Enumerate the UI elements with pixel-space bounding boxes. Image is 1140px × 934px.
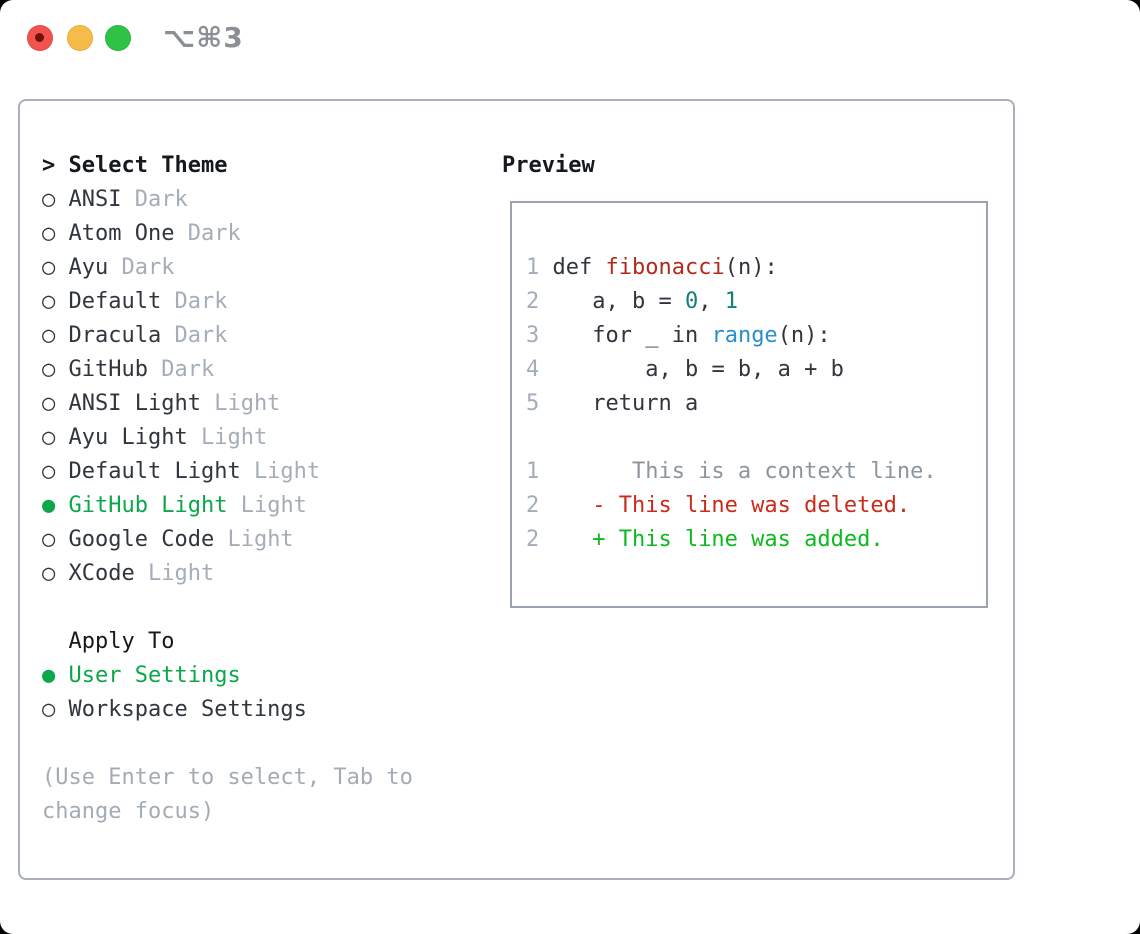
theme-name: Google Code <box>68 527 215 552</box>
minimize-button[interactable] <box>67 25 93 51</box>
radio-icon: ○ <box>42 187 69 212</box>
help-text-line: (Use Enter to select, Tab to <box>42 761 413 795</box>
radio-icon: ○ <box>42 697 69 722</box>
theme-name: ANSI <box>68 187 122 212</box>
spacer-row <box>42 727 413 761</box>
theme-variant: Light <box>240 493 307 518</box>
theme-name: Atom One <box>68 221 175 246</box>
help-text: (Use Enter to select, Tab to <box>42 765 413 790</box>
theme-option-default[interactable]: ○ Default Dark <box>42 285 413 319</box>
theme-picker-panel: > Select Theme○ ANSI Dark○ Atom One Dark… <box>18 99 1015 880</box>
radio-icon: ○ <box>42 255 69 280</box>
theme-picker-left-column: > Select Theme○ ANSI Dark○ Atom One Dark… <box>42 149 413 829</box>
spacer-row <box>42 591 413 625</box>
theme-name: Default Light <box>68 459 241 484</box>
radio-icon: ○ <box>42 357 69 382</box>
theme-option-dracula[interactable]: ○ Dracula Dark <box>42 319 413 353</box>
radio-icon: ○ <box>42 323 69 348</box>
theme-option-xcode[interactable]: ○ XCode Light <box>42 557 413 591</box>
radio-icon: ○ <box>42 561 69 586</box>
title-bar: ⌥⌘3 <box>0 0 1140 74</box>
theme-option-default-light[interactable]: ○ Default Light Light <box>42 455 413 489</box>
theme-variant: Dark <box>174 289 228 314</box>
theme-option-google-code[interactable]: ○ Google Code Light <box>42 523 413 557</box>
preview-code-line: 2 a, b = 0, 1 <box>526 289 738 314</box>
close-dot-icon <box>35 33 44 42</box>
radio-icon: ○ <box>42 459 69 484</box>
theme-variant: Dark <box>134 187 188 212</box>
preview-code-line: 2 - This line was deleted. <box>526 493 911 518</box>
apply-option-user-settings[interactable]: ● User Settings <box>42 659 413 693</box>
theme-variant: Light <box>214 391 281 416</box>
radio-icon: ○ <box>42 391 69 416</box>
preview-code-line: 3 for _ in range(n): <box>526 323 831 348</box>
preview-code-line: 2 + This line was added. <box>526 527 884 552</box>
theme-name: Dracula <box>68 323 162 348</box>
help-text: change focus) <box>42 799 215 824</box>
theme-variant: Light <box>147 561 215 586</box>
theme-name: XCode <box>68 561 135 586</box>
theme-option-github-light[interactable]: ● GitHub Light Light <box>42 489 413 523</box>
preview-code-line: 4 a, b = b, a + b <box>526 357 844 382</box>
theme-list-title: Select Theme <box>68 153 228 178</box>
theme-variant: Dark <box>187 221 241 246</box>
help-text-line: change focus) <box>42 795 413 829</box>
theme-option-ayu[interactable]: ○ Ayu Dark <box>42 251 413 285</box>
radio-icon: ○ <box>42 221 69 246</box>
preview-box: 1 def fibonacci(n): 2 a, b = 0, 1 3 for _ … <box>510 201 988 608</box>
apply-option-workspace-settings[interactable]: ○ Workspace Settings <box>42 693 413 727</box>
theme-name: Ayu <box>68 255 109 280</box>
apply-to-header: Apply To <box>42 625 413 659</box>
theme-option-atom-one[interactable]: ○ Atom One Dark <box>42 217 413 251</box>
radio-icon: ○ <box>42 527 69 552</box>
theme-name: GitHub Light <box>68 493 228 518</box>
radio-icon: ● <box>42 493 69 518</box>
theme-option-ansi[interactable]: ○ ANSI Dark <box>42 183 413 217</box>
theme-variant: Light <box>227 527 294 552</box>
apply-target-name: Workspace Settings <box>68 697 307 722</box>
close-button[interactable] <box>27 25 53 51</box>
theme-option-ayu-light[interactable]: ○ Ayu Light Light <box>42 421 413 455</box>
preview-title: Preview <box>502 153 595 178</box>
theme-option-ansi-light[interactable]: ○ ANSI Light Light <box>42 387 413 421</box>
theme-variant: Dark <box>161 357 215 382</box>
radio-icon: ○ <box>42 289 69 314</box>
theme-variant: Dark <box>121 255 175 280</box>
prompt-icon: > <box>42 153 69 178</box>
theme-name: ANSI Light <box>68 391 201 416</box>
preview-code-line: 5 return a <box>526 391 699 416</box>
radio-icon: ○ <box>42 425 69 450</box>
radio-icon: ● <box>42 663 69 688</box>
preview-code-line <box>526 421 937 455</box>
theme-variant: Light <box>200 425 268 450</box>
theme-name: Ayu Light <box>68 425 188 450</box>
theme-variant: Light <box>253 459 321 484</box>
apply-to-title: Apply To <box>68 629 175 654</box>
theme-variant: Dark <box>174 323 228 348</box>
theme-option-github[interactable]: ○ GitHub Dark <box>42 353 413 387</box>
theme-list-header: > Select Theme <box>42 149 413 183</box>
preview-code-line: 1 def fibonacci(n): <box>526 255 778 280</box>
preview-code-line: 1 This is a context line. <box>526 459 937 484</box>
zoom-button[interactable] <box>105 25 131 51</box>
preview-code: 1 def fibonacci(n): 2 a, b = 0, 1 3 for _ … <box>526 251 937 557</box>
window-title: ⌥⌘3 <box>163 21 244 54</box>
theme-name: GitHub <box>68 357 148 382</box>
theme-name: Default <box>68 289 162 314</box>
apply-target-name: User Settings <box>68 663 241 688</box>
